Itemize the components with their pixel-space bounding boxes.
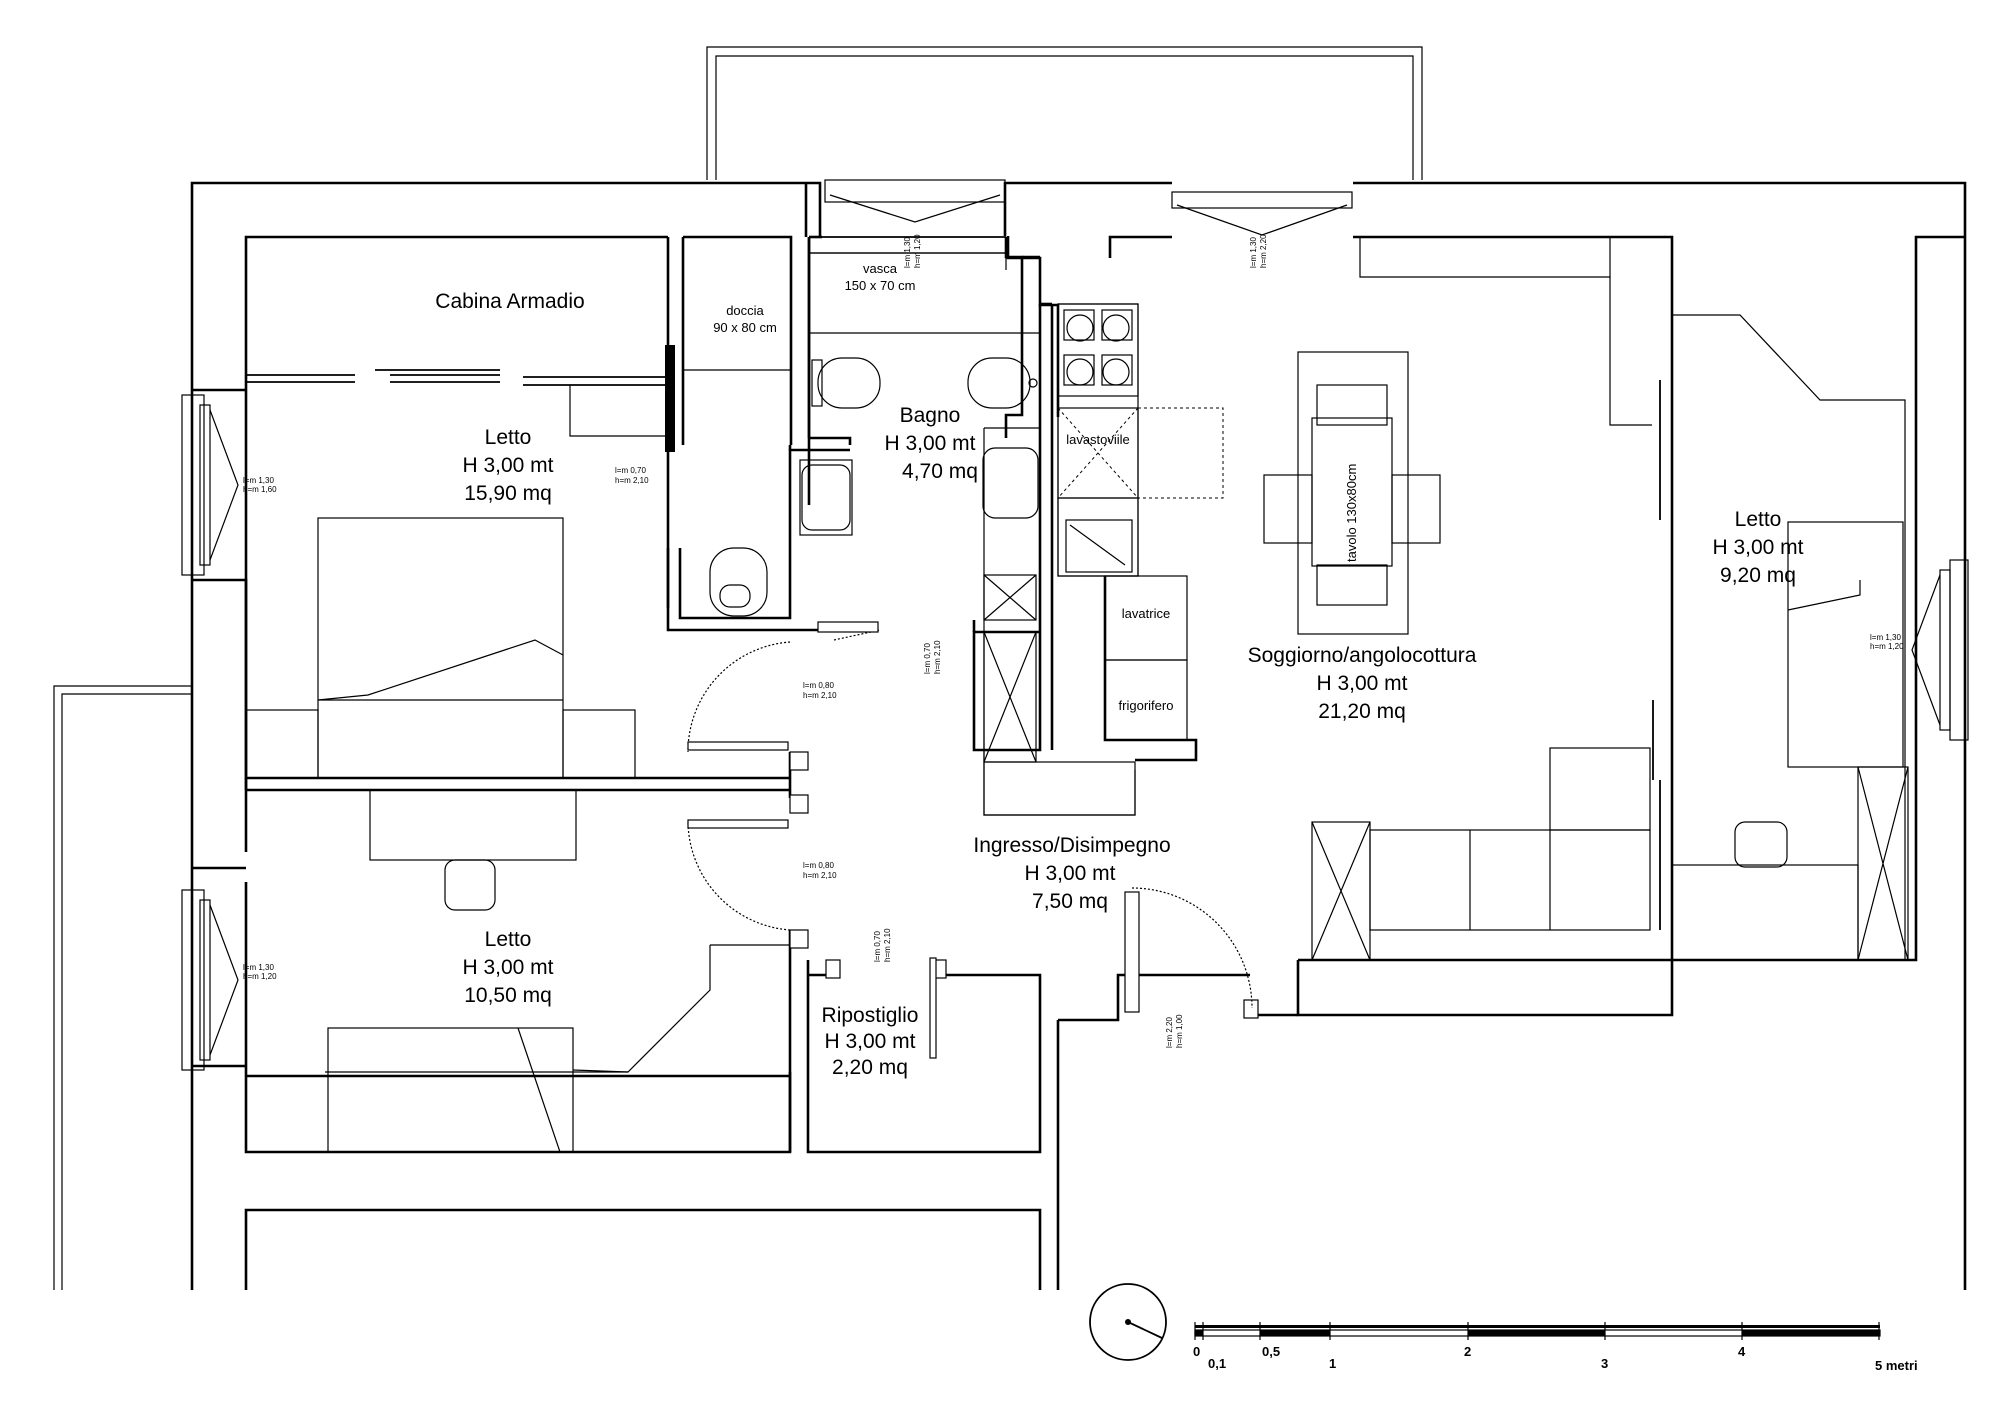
d-bagno-h: h=m 2,10: [933, 640, 942, 674]
d-rip-l: l=m 0,70: [873, 931, 882, 962]
corridor: [788, 751, 1298, 1290]
scale-bar: 0 0,1 0,5 1 2 3 4 5 metri: [1193, 1322, 1918, 1373]
lavatrice-label: lavatrice: [1122, 606, 1170, 621]
d-corr2-h: h=m 2,10: [803, 871, 837, 880]
ripostiglio-area: 2,20 mq: [832, 1056, 908, 1079]
fixture-labels: doccia 90 x 80 cm vasca 150 x 70 cm lava…: [713, 261, 1359, 713]
north-arrow-icon: [1089, 1283, 1167, 1361]
w-bagno-h: h=m 1,20: [913, 234, 922, 268]
ripostiglio-name: Ripostiglio: [822, 1004, 919, 1027]
ingresso-height: H 3,00 mt: [1024, 862, 1115, 885]
outer-walls: [190, 181, 1967, 1290]
d-ingresso-l: l=m 2,20: [1165, 1017, 1174, 1048]
bagno-area: 4,70 mq: [902, 460, 978, 483]
bagno: [709, 183, 1040, 617]
letto2-height: H 3,00 mt: [462, 956, 553, 979]
tavolo-label: tavolo 130x80cm: [1344, 464, 1359, 562]
cabina-label: Cabina Armadio: [435, 290, 584, 313]
w-bagno-l: l=m 1,30: [903, 237, 912, 268]
d-corr1-l: l=m 0,80: [803, 681, 834, 690]
soggiorno-furniture: [1263, 237, 1674, 1017]
scale-tick-3: 3: [1601, 1356, 1608, 1371]
w-letto3-l: l=m 1,30: [1870, 633, 1901, 642]
opening-labels: l=m 1,30 h=m 1,60 l=m 1,30 h=m 1,20 l=m …: [243, 234, 1904, 1048]
d-letto1-h: h=m 2,10: [615, 476, 649, 485]
w-letto3-h: h=m 1,20: [1870, 642, 1904, 651]
left-terrace: [53, 685, 192, 1290]
scale-tick-5: 5 metri: [1875, 1358, 1918, 1373]
frigorifero-label: frigorifero: [1119, 698, 1174, 713]
letto3-area: 9,20 mq: [1720, 564, 1796, 587]
lower-unit: [244, 1208, 1042, 1290]
doors: [665, 350, 1661, 1059]
d-corr2-l: l=m 0,80: [803, 861, 834, 870]
scale-tick-4: 4: [1738, 1344, 1746, 1359]
w-letto2-h: h=m 1,20: [243, 972, 277, 981]
letto1-furniture: [245, 517, 636, 779]
w-soggiorno-h: h=m 2,20: [1259, 234, 1268, 268]
w-letto1-l: l=m 1,30: [243, 476, 274, 485]
ripostiglio-height: H 3,00 mt: [824, 1030, 915, 1053]
w-soggiorno-l: l=m 1,30: [1249, 237, 1258, 268]
room-labels: Cabina Armadio Letto H 3,00 mt 15,90 mq …: [435, 290, 1803, 1079]
d-bagno-l: l=m 0,70: [923, 643, 932, 674]
letto1-height: H 3,00 mt: [462, 454, 553, 477]
vasca-size: 150 x 70 cm: [845, 278, 916, 293]
soggiorno-height: H 3,00 mt: [1316, 672, 1407, 695]
vasca-label: vasca: [863, 261, 898, 276]
d-corr1-h: h=m 2,10: [803, 691, 837, 700]
d-rip-h: h=m 2,10: [883, 928, 892, 962]
kitchen-partitions: [972, 302, 1224, 816]
ingresso-name: Ingresso/Disimpegno: [973, 834, 1170, 857]
scale-tick-2: 2: [1464, 1344, 1471, 1359]
letto3-height: H 3,00 mt: [1712, 536, 1803, 559]
ingresso-area: 7,50 mq: [1032, 890, 1108, 913]
letto2-name: Letto: [485, 928, 532, 951]
d-ingresso-h: h=m 1,00: [1175, 1014, 1184, 1048]
scale-tick-1: 1: [1329, 1356, 1336, 1371]
w-letto1-h: h=m 1,60: [243, 485, 277, 494]
letto3-name: Letto: [1735, 508, 1782, 531]
scale-tick-05: 0,5: [1262, 1344, 1280, 1359]
windows: [181, 179, 1969, 1071]
letto2-area: 10,50 mq: [464, 984, 552, 1007]
balcony-top: [706, 46, 1423, 180]
lavastoviglie-label: lavastoviile: [1066, 432, 1130, 447]
doccia-label: doccia: [726, 303, 764, 318]
letto1-area: 15,90 mq: [464, 482, 552, 505]
letto3: [1671, 314, 1909, 961]
scale-tick-0: 0: [1193, 1344, 1200, 1359]
letto1-name: Letto: [485, 426, 532, 449]
bagno-name: Bagno: [900, 404, 961, 427]
bagno-height: H 3,00 mt: [884, 432, 975, 455]
soggiorno-area: 21,20 mq: [1318, 700, 1406, 723]
letto2-furniture: [325, 789, 790, 1153]
d-letto1-l: l=m 0,70: [615, 466, 646, 475]
w-letto2-l: l=m 1,30: [243, 963, 274, 972]
doccia-size: 90 x 80 cm: [713, 320, 777, 335]
scale-tick-01: 0,1: [1208, 1356, 1226, 1371]
soggiorno-name: Soggiorno/angolocottura: [1248, 644, 1477, 667]
